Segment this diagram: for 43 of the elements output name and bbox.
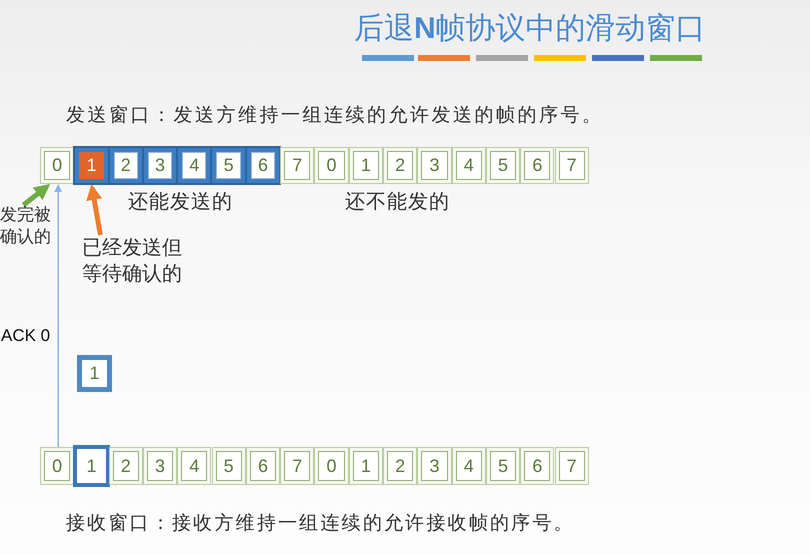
- ack-arrow: [54, 184, 62, 447]
- frame-cell: 5: [211, 147, 246, 184]
- frame-cell: 6: [520, 147, 554, 184]
- frame-cell: 1: [348, 447, 383, 485]
- annotation-text: 已经发送但等待确认的: [82, 235, 190, 286]
- frame-cell: 4: [177, 447, 212, 485]
- frame-cell: 4: [452, 447, 486, 485]
- region-label: 还不能发的: [345, 188, 450, 215]
- slide-title: 后退N帧协议中的滑动窗口: [354, 10, 706, 48]
- frame-cell: 3: [417, 447, 452, 485]
- frame-cell: 7: [280, 447, 314, 485]
- edge-label: ACK 0: [1, 326, 50, 346]
- frame-cell: 5: [486, 147, 520, 184]
- frame-cell: 0: [314, 147, 349, 184]
- frame-cell: 3: [142, 147, 178, 184]
- frame-cell: 0: [40, 147, 74, 184]
- region-label: 还能发送的: [128, 188, 233, 215]
- frame-cell: 0: [40, 447, 74, 485]
- frame-cell: 2: [108, 447, 143, 485]
- frame-cell: 2: [383, 147, 418, 184]
- frame-cell: 0: [314, 447, 349, 485]
- frame-cell: 1: [348, 147, 383, 184]
- frame-cell: 3: [417, 147, 452, 184]
- frame-cell: 1: [77, 355, 112, 392]
- frame-cell: 5: [212, 447, 246, 485]
- frame-cell: 7: [554, 147, 589, 184]
- leader-arrow: [86, 184, 103, 236]
- frame-cell: 2: [383, 447, 418, 485]
- annotation-text: 发完被确认的: [0, 205, 52, 248]
- frame-cell: 7: [280, 147, 314, 184]
- frame-cell: 4: [452, 147, 486, 184]
- definition-text: 发送窗口：发送方维持一组连续的允许发送的帧的序号。: [66, 103, 604, 128]
- frame-cell: 1: [74, 147, 109, 184]
- definition-text: 接收窗口：接收方维持一组连续的允许接收帧的序号。: [66, 511, 575, 536]
- send-window-band: [73, 146, 282, 185]
- frame-cell: 6: [520, 447, 554, 485]
- frame-cell: 7: [554, 447, 589, 485]
- frame-cell: 2: [108, 147, 143, 184]
- frame-cell: 6: [246, 147, 280, 184]
- frame-cell: 6: [246, 447, 280, 485]
- frame-cell: 3: [142, 447, 178, 485]
- frame-cell: 4: [177, 147, 212, 184]
- frame-cell: 5: [486, 447, 520, 485]
